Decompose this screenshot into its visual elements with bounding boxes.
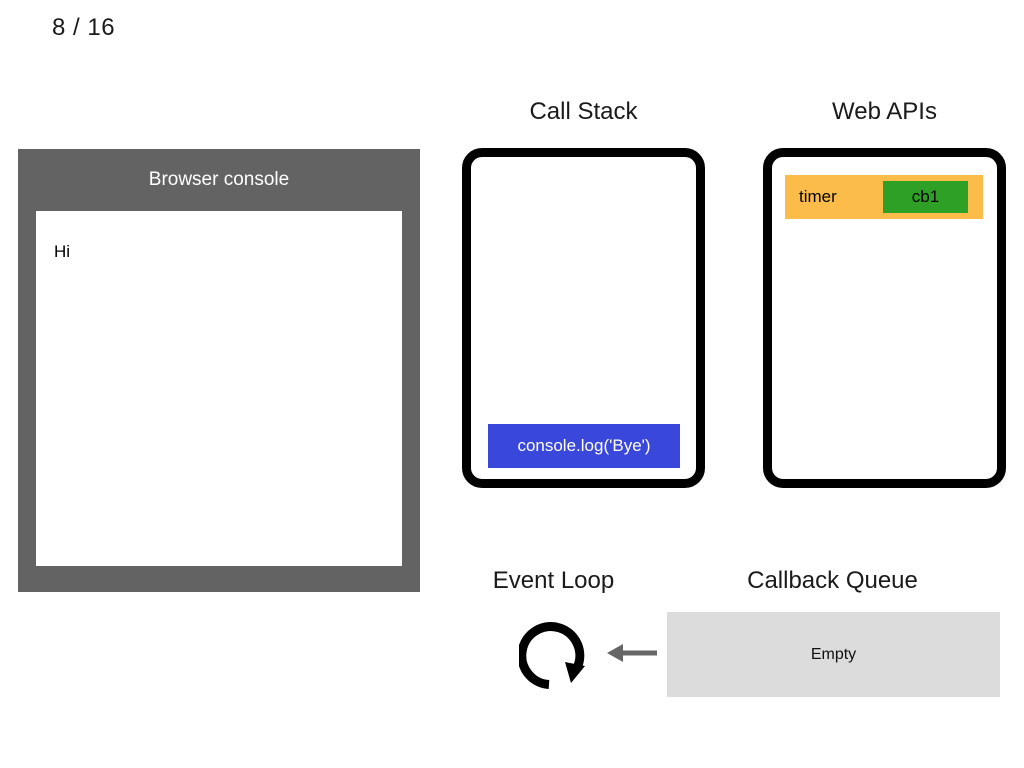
call-stack-heading: Call Stack xyxy=(529,98,638,125)
circular-arrow-icon xyxy=(519,622,585,689)
arrow-left-icon xyxy=(607,644,657,662)
slide-counter: 8 / 16 xyxy=(52,14,116,41)
callback-queue-box: Empty xyxy=(667,612,1000,697)
browser-console-title: Browser console xyxy=(148,169,290,190)
web-api-timer-label: timer xyxy=(799,187,837,206)
browser-console-panel: Browser console Hi xyxy=(18,149,420,592)
browser-console-output: Hi xyxy=(36,211,402,566)
web-apis-heading: Web APIs xyxy=(832,98,937,125)
web-api-timer-entry: timer cb1 xyxy=(785,175,983,219)
event-loop-heading: Event Loop xyxy=(492,567,615,594)
call-stack-frame: console.log('Bye') xyxy=(488,424,680,468)
callback-queue-status: Empty xyxy=(810,645,857,663)
callback-queue-heading: Callback Queue xyxy=(747,567,918,594)
console-log-line: Hi xyxy=(54,242,71,261)
web-api-callback-chip: cb1 xyxy=(883,181,968,213)
